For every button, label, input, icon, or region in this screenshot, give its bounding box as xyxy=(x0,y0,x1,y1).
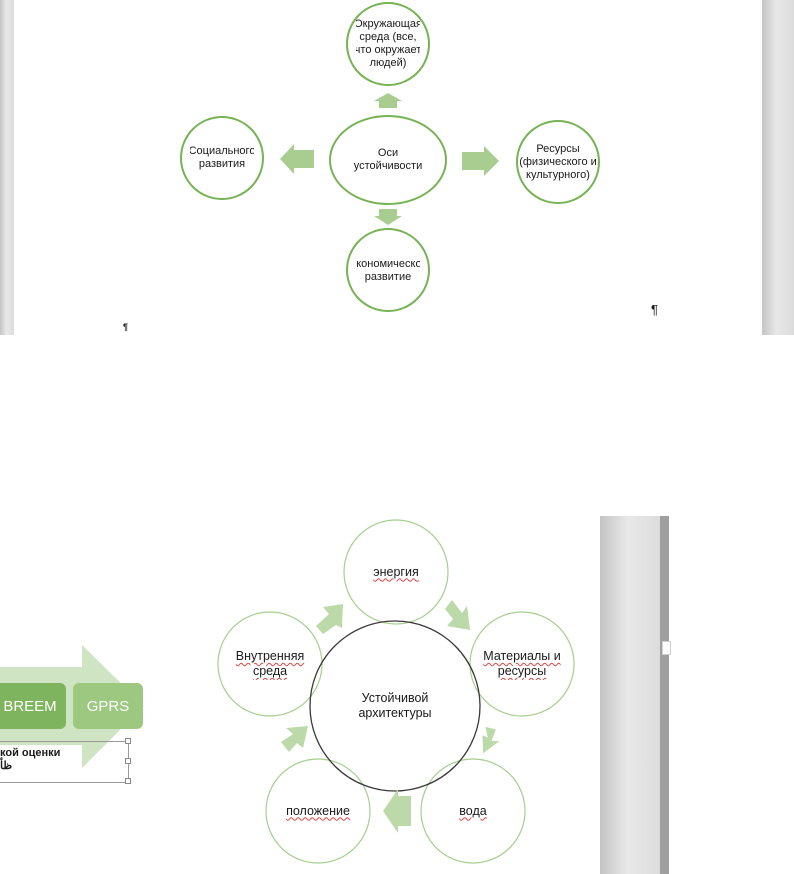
caption-line-1: кой оценки xyxy=(0,747,61,759)
chip-breem[interactable]: BREEM xyxy=(0,683,66,729)
node-location-circle xyxy=(265,758,371,864)
paragraph-mark: ¶ xyxy=(651,302,658,317)
bottom-cycle-diagram xyxy=(217,519,575,864)
caption-textbox[interactable]: кой оценки ظأ xyxy=(0,741,129,783)
arrow-down xyxy=(374,209,402,225)
cycle-arrow-3 xyxy=(383,789,411,833)
arrow-right xyxy=(462,146,499,176)
node-indoor-label: Внутренняя среда xyxy=(235,649,305,678)
node-water-circle xyxy=(420,758,526,864)
node-water-label: вода xyxy=(459,803,487,818)
top-node-economic-label: Экономическое развитие xyxy=(356,258,420,283)
caption-line-2: ظأ xyxy=(0,760,13,772)
page-margin-left-bar xyxy=(0,0,14,335)
node-materials-circle xyxy=(469,611,575,717)
vertical-scrollbar[interactable] xyxy=(600,516,661,874)
top-center-circle xyxy=(329,115,447,205)
resize-handle-tr[interactable] xyxy=(125,738,131,744)
arrow-left xyxy=(280,144,314,174)
top-node-resources-label: Ресурсы (физического и культурного) xyxy=(519,142,597,181)
cycle-arrow-2 xyxy=(482,726,500,754)
top-center-label: Оси устойчивости xyxy=(353,147,423,172)
top-node-environment-circle xyxy=(346,2,430,86)
resize-handle-mr[interactable] xyxy=(125,758,131,764)
resize-handle-br[interactable] xyxy=(125,778,131,784)
cycle-arrow-1 xyxy=(445,600,470,630)
node-materials-label: Материалы и ресурсы xyxy=(483,649,561,678)
scrollbar-track-edge xyxy=(660,516,669,874)
process-chevron-arrow xyxy=(0,645,144,768)
top-node-economic-circle xyxy=(346,228,430,312)
node-location-label: положение xyxy=(286,803,350,818)
top-node-social-label: Социального развития xyxy=(190,145,254,170)
node-indoor-circle xyxy=(217,611,323,717)
page-margin-right-bar xyxy=(762,0,794,335)
arrow-up xyxy=(374,93,402,108)
cycle-arrow-5 xyxy=(316,604,343,634)
node-energy-circle xyxy=(343,519,449,625)
top-node-social-circle xyxy=(180,116,264,200)
paragraph-mark-small: ¶ xyxy=(123,322,129,332)
center-architecture-circle xyxy=(309,620,481,792)
node-energy-label: энергия xyxy=(373,564,419,579)
top-axes-diagram xyxy=(180,2,600,312)
top-node-resources-circle xyxy=(516,120,600,204)
chip-gprs[interactable]: GPRS xyxy=(73,683,143,729)
scrollbar-thumb[interactable] xyxy=(662,641,671,655)
top-node-environment-label: Окружающая среда (все, что окружает люде… xyxy=(356,18,420,69)
cycle-arrow-4 xyxy=(281,726,308,752)
center-architecture-label: Устойчивой архитектуры xyxy=(358,691,432,720)
